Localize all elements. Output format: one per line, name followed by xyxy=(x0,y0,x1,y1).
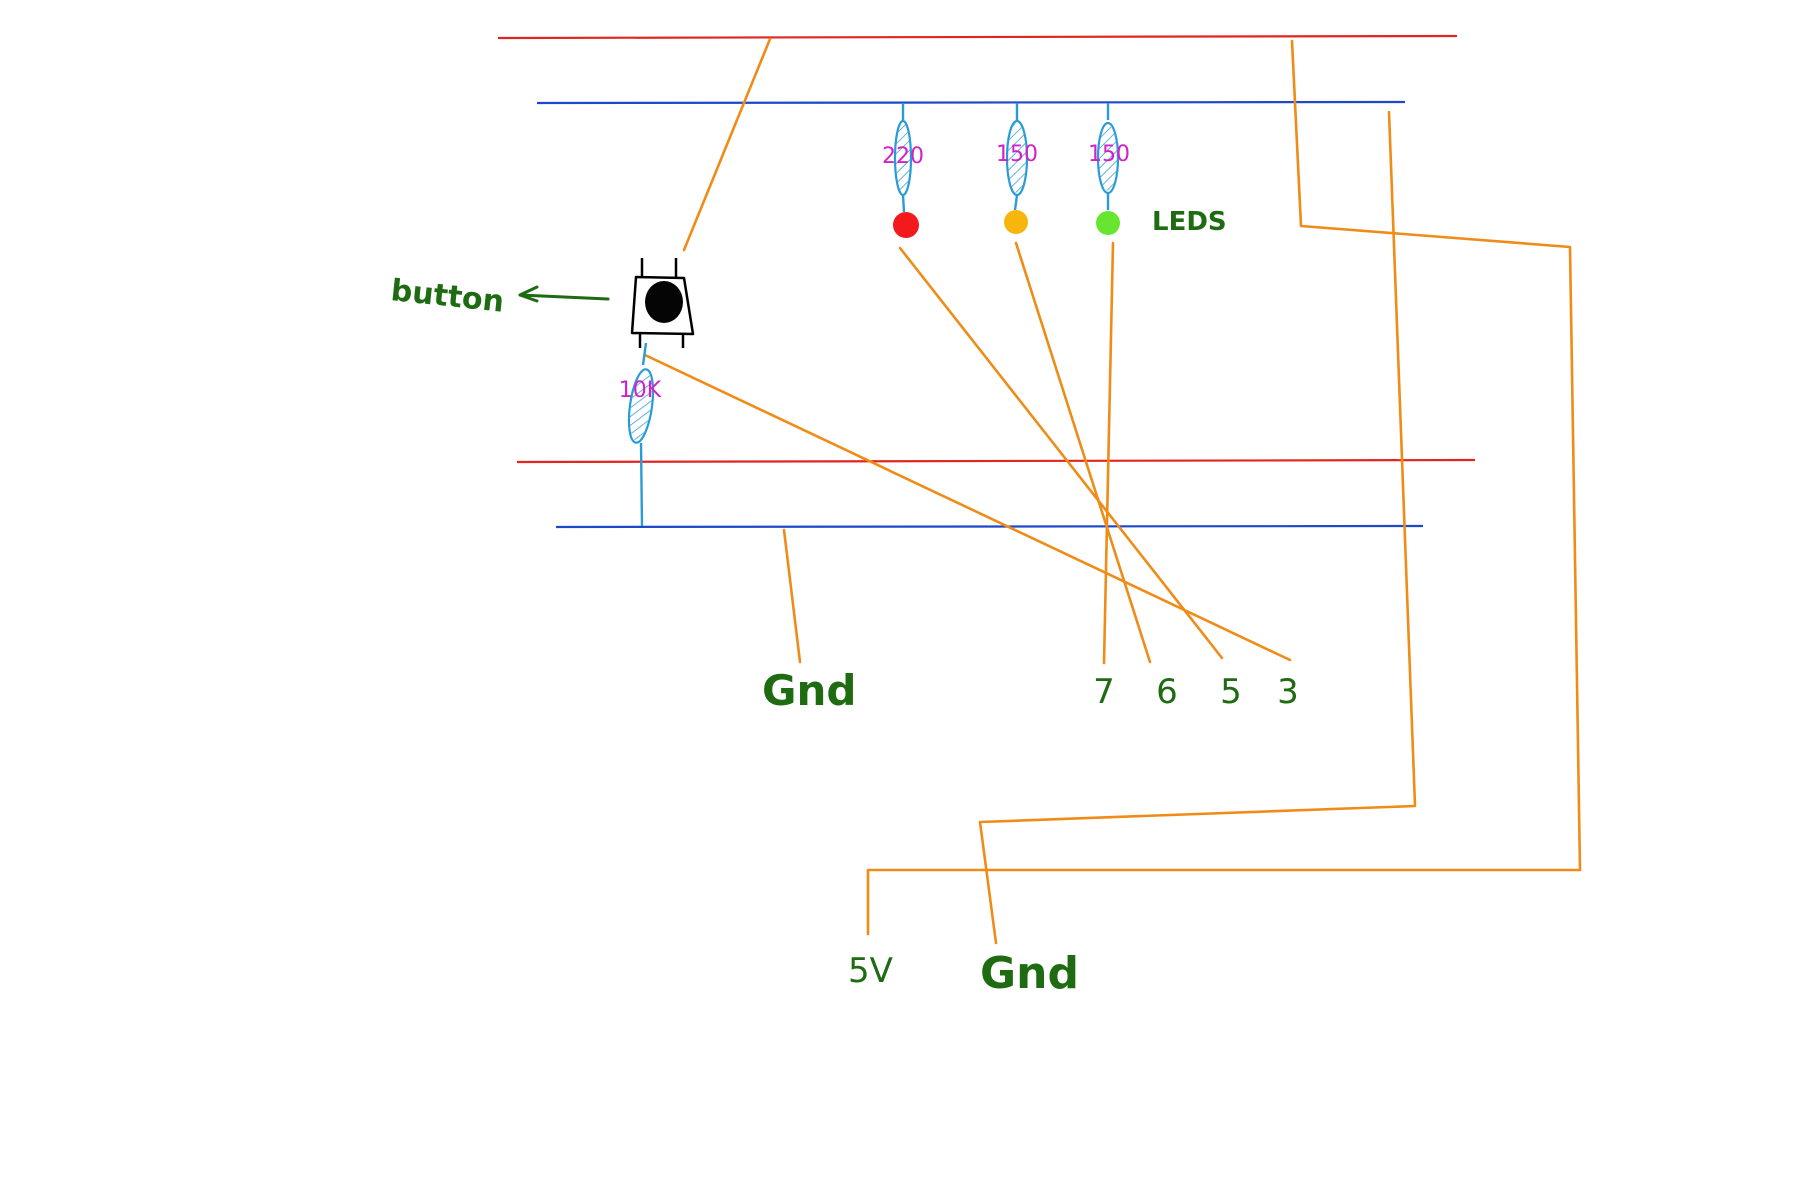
push-button xyxy=(630,258,695,348)
led-red xyxy=(893,212,919,238)
resistor-red-led xyxy=(893,103,913,213)
resistor-value-red: 220 xyxy=(882,144,924,169)
led-yellow xyxy=(1004,210,1028,234)
top-negative-rail xyxy=(536,100,1406,105)
wire-green-led-to-pin-7 xyxy=(1102,241,1115,665)
bottom-breadboard-rails xyxy=(516,458,1476,529)
bottom-negative-rail xyxy=(555,524,1424,529)
wire-bottom-negative-to-gnd xyxy=(782,528,802,664)
leds-label: LEDS xyxy=(1152,207,1227,237)
top-breadboard-rails xyxy=(497,34,1458,105)
gnd-label-bottom: Gnd xyxy=(980,948,1079,999)
resistor-value-yellow: 150 xyxy=(996,142,1038,167)
wire-red-led-to-pin-5 xyxy=(898,246,1224,660)
button-label: button xyxy=(389,273,506,320)
wires xyxy=(643,37,1582,945)
wire-button-to-pin-3 xyxy=(643,353,1292,662)
resistor-pulldown xyxy=(627,342,655,527)
pin-label-6: 6 xyxy=(1156,672,1178,712)
resistor-value-green: 150 xyxy=(1088,142,1130,167)
resistor-green-led xyxy=(1096,103,1120,210)
five-volt-label: 5V xyxy=(848,951,893,991)
resistor-yellow-led xyxy=(1005,103,1029,211)
button-pointer-arrow xyxy=(518,285,610,303)
gnd-label-top: Gnd xyxy=(762,666,856,715)
wire-top-positive-to-button xyxy=(682,37,772,252)
pin-label-7: 7 xyxy=(1093,672,1115,712)
pin-label-3: 3 xyxy=(1277,672,1299,712)
top-positive-rail xyxy=(497,34,1458,40)
wire-top-positive-to-5v xyxy=(866,39,1582,936)
led-green xyxy=(1096,211,1120,235)
bottom-positive-rail xyxy=(516,458,1476,464)
wire-top-negative-to-gnd xyxy=(978,110,1417,945)
wire-yellow-led-to-pin-6 xyxy=(1014,241,1152,664)
pin-label-5: 5 xyxy=(1220,672,1242,712)
resistor-value-pulldown: 10K xyxy=(619,378,662,403)
